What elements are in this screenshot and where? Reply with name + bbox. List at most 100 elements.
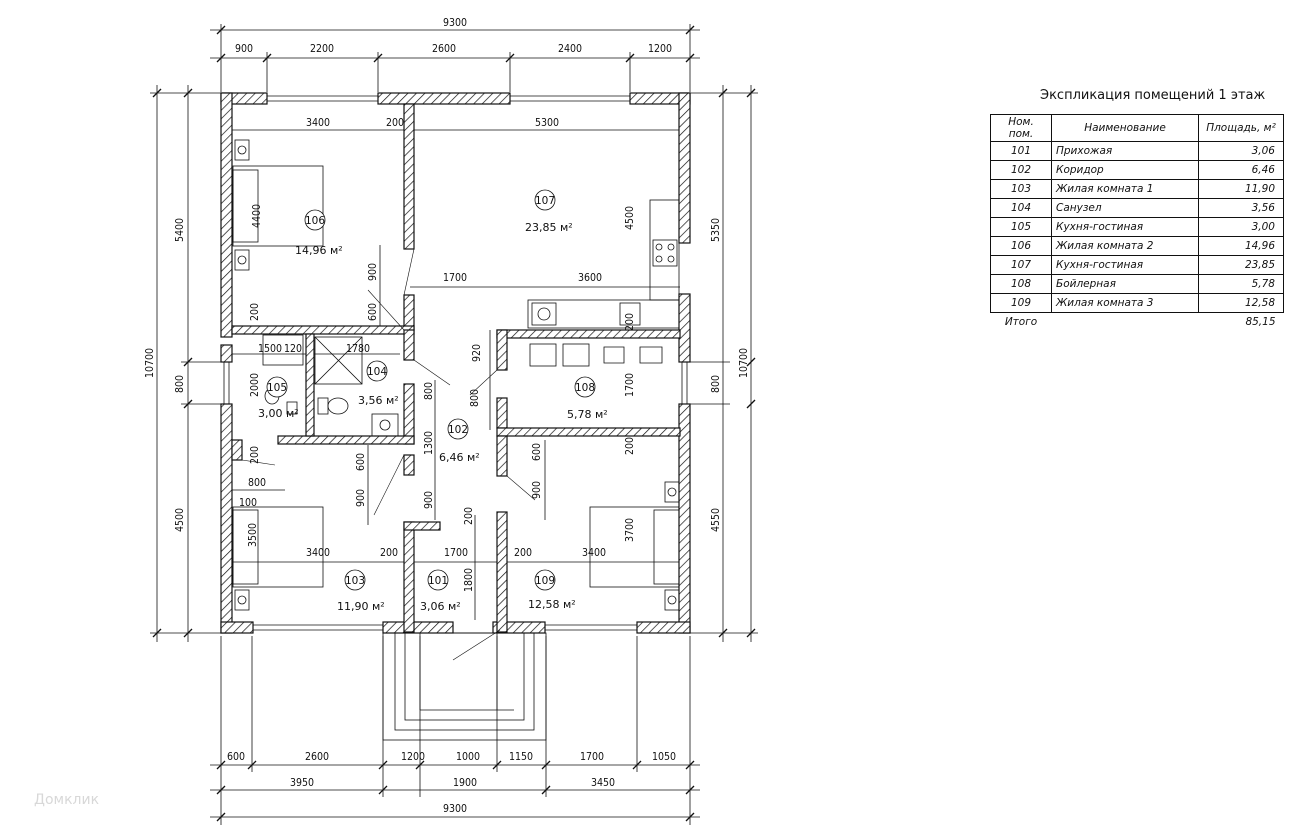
- room-area: 3,00 м²: [258, 407, 299, 420]
- table-row: 105 Кухня-гостиная 3,00: [990, 217, 1284, 237]
- room-num-cell: 106: [990, 236, 1052, 256]
- room-num-cell: 103: [990, 179, 1052, 199]
- dim-label: 1780: [346, 343, 370, 355]
- dim-label: 200: [249, 303, 261, 321]
- dim-label: 900: [367, 263, 379, 281]
- dim-label: 10700: [738, 348, 750, 378]
- room-area-cell: 11,90: [1198, 179, 1284, 199]
- table-row: 104 Санузел 3,56: [990, 198, 1284, 218]
- dim-label: 200: [380, 547, 398, 559]
- dim-label: 900: [235, 43, 253, 55]
- dim-label: 1900: [453, 777, 477, 789]
- dim-label: 800: [423, 382, 435, 400]
- dim-label: 1300: [423, 431, 435, 455]
- bed-106: [232, 165, 324, 247]
- room-markers: [266, 189, 596, 591]
- dim-label: 1700: [624, 373, 636, 397]
- table-row: 101 Прихожая 3,06: [990, 141, 1284, 161]
- dim-label: 900: [531, 481, 543, 499]
- windows: [223, 95, 688, 631]
- dim-label: 800: [248, 477, 266, 489]
- table-header-row: Ном. пом. Наименование Площадь, м²: [990, 114, 1284, 142]
- sink-icon: [531, 302, 557, 326]
- dim-label: 100: [239, 497, 257, 509]
- room-area-cell: 6,46: [1198, 160, 1284, 180]
- dim-label: 3400: [582, 547, 606, 559]
- dim-label: 10700: [144, 348, 156, 378]
- dim-label: 1200: [648, 43, 672, 55]
- kitchen-counter: [649, 199, 680, 301]
- room-name-cell: Прихожая: [1051, 141, 1199, 161]
- room-name-cell: Санузел: [1051, 198, 1199, 218]
- dim-label: 3400: [306, 547, 330, 559]
- dim-label: 200: [463, 507, 475, 525]
- furniture: [232, 139, 680, 611]
- dim-label: 120: [284, 343, 302, 355]
- dim-label: 4500: [624, 206, 636, 230]
- room-area-cell: 3,06: [1198, 141, 1284, 161]
- table-row: 103 Жилая комната 1 11,90: [990, 179, 1284, 199]
- dim-label: 9300: [443, 17, 467, 29]
- dim-label: 9300: [443, 803, 467, 815]
- room-area: 3,56 м²: [358, 394, 399, 407]
- room-area: 3,06 м²: [420, 600, 461, 613]
- dim-label: 1000: [456, 751, 480, 763]
- room-schedule-table: Ном. пом. Наименование Площадь, м² 101 П…: [990, 114, 1284, 331]
- dim-label: 3600: [578, 272, 602, 284]
- dim-label: 800: [710, 375, 722, 393]
- table-row: 109 Жилая комната 3 12,58: [990, 293, 1284, 313]
- room-area: 11,90 м²: [337, 600, 385, 613]
- room-number: 107: [535, 195, 555, 207]
- dim-label: 3400: [306, 117, 330, 129]
- total-label: Итого: [1004, 316, 1038, 328]
- room-name-cell: Кухня-гостиная: [1051, 255, 1199, 275]
- dim-label: 600: [355, 453, 367, 471]
- room-num-cell: 109: [990, 293, 1052, 313]
- dim-label: 2600: [432, 43, 456, 55]
- dim-label: 600: [227, 751, 245, 763]
- dim-label: 600: [531, 443, 543, 461]
- watermark-logo: Домклик: [34, 792, 100, 808]
- table-row: 108 Бойлерная 5,78: [990, 274, 1284, 294]
- dim-label: 2200: [310, 43, 334, 55]
- room-area-cell: 14,96: [1198, 236, 1284, 256]
- shower-icon: [314, 336, 363, 385]
- room-name-cell: Бойлерная: [1051, 274, 1199, 294]
- porch: [382, 632, 547, 741]
- column-header: Наименование: [1051, 114, 1199, 142]
- dim-label: 200: [624, 313, 636, 331]
- room-name-cell: Кухня-гостиная: [1051, 217, 1199, 237]
- stove-icon: [652, 239, 678, 267]
- room-number: 106: [305, 215, 325, 227]
- room-area: 14,96 м²: [295, 244, 343, 257]
- walls: [220, 92, 691, 634]
- room-area-cell: 3,56: [1198, 198, 1284, 218]
- dim-label: 2400: [558, 43, 582, 55]
- total-value: 85,15: [1245, 316, 1276, 328]
- outer-dimension-labels: 9300 900 2200 2600 2400 1200 600 2600 12…: [144, 17, 750, 815]
- dim-label: 1700: [443, 272, 467, 284]
- room-num-cell: 102: [990, 160, 1052, 180]
- room-name-cell: Жилая комната 2: [1051, 236, 1199, 256]
- room-num-cell: 108: [990, 274, 1052, 294]
- room-name-cell: Жилая комната 3: [1051, 293, 1199, 313]
- dim-label: 2600: [305, 751, 329, 763]
- dim-label: 2000: [249, 373, 261, 397]
- table-row: 107 Кухня-гостиная 23,85: [990, 255, 1284, 275]
- dim-label: 1200: [401, 751, 425, 763]
- dim-label: 1700: [444, 547, 468, 559]
- room-number: 109: [535, 575, 555, 587]
- dim-label: 1050: [652, 751, 676, 763]
- dim-label: 4500: [174, 508, 186, 532]
- room-num-cell: 104: [990, 198, 1052, 218]
- dim-label: 200: [514, 547, 532, 559]
- room-area: 23,85 м²: [525, 221, 573, 234]
- dim-label: 900: [423, 491, 435, 509]
- dim-label: 1150: [509, 751, 533, 763]
- room-area-cell: 5,78: [1198, 274, 1284, 294]
- room-number: 104: [367, 366, 387, 378]
- dim-label: 5350: [710, 218, 722, 242]
- room-area: 12,58 м²: [528, 598, 576, 611]
- dim-label: 200: [386, 117, 404, 129]
